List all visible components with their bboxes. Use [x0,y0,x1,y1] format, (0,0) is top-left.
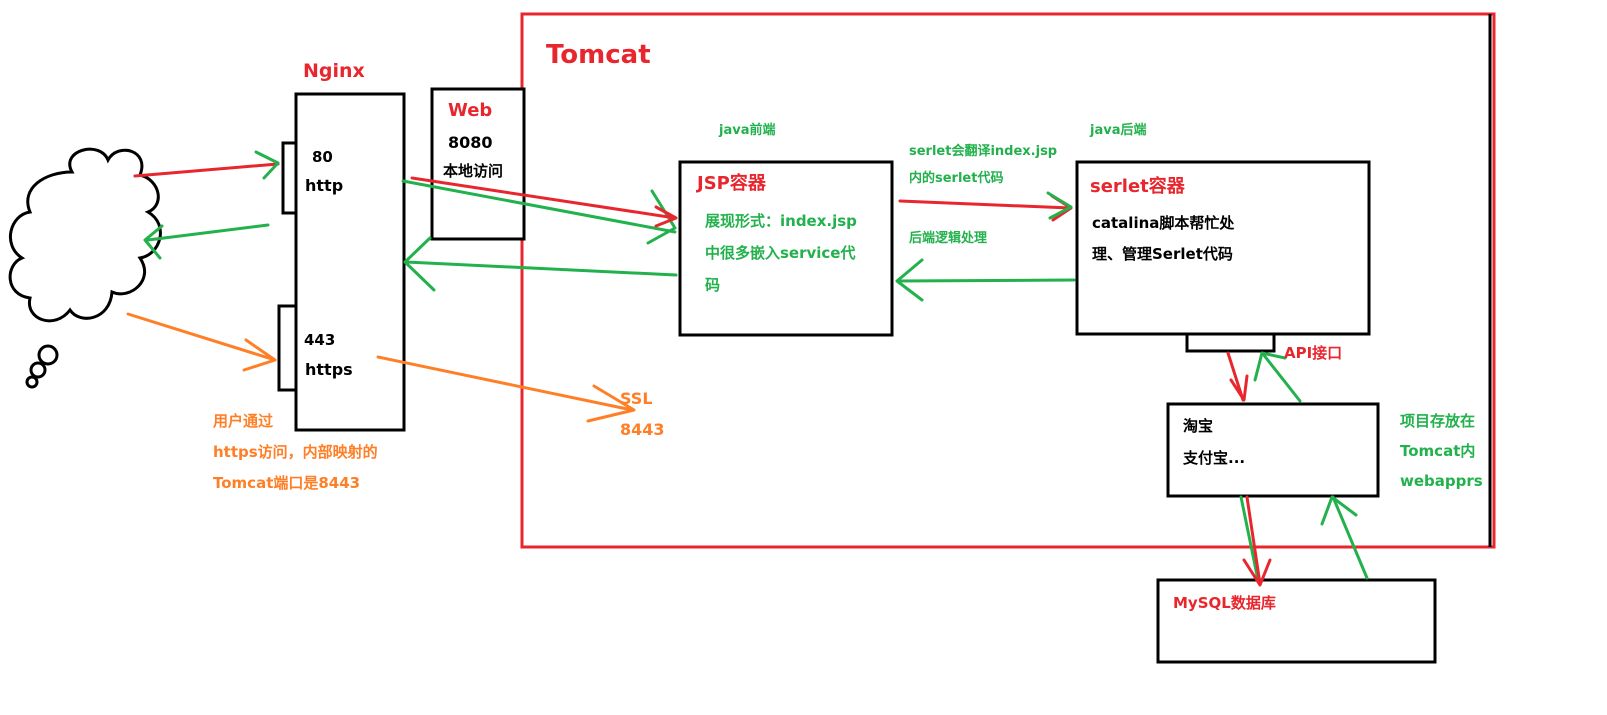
jsp-line-1: 展现形式：index.jsp [705,212,857,230]
apps-note-line-2: Tomcat内 [1400,442,1476,460]
arrow-jsp-to-nginx [403,236,678,292]
arrow-apps-to-mysql-green [1239,495,1260,582]
arrow-jsp-to-serlet [898,194,1073,222]
serlet-title: serlet容器 [1090,176,1185,197]
jsp-container-box [678,160,894,337]
nginx-http-port-tab [281,141,298,215]
mysql-title: MySQL数据库 [1173,594,1276,612]
arrow-http-to-jsp-red [410,176,678,228]
arrow-http-ack [254,150,280,180]
arrow-nginx-to-client [143,223,270,260]
mysql-box [1156,578,1437,664]
web-desc: 本地访问 [443,162,504,180]
nginx-note-line-3: Tomcat端口是8443 [213,474,361,492]
nginx-https-label: https [305,360,353,379]
arrow-http-to-jsp-green [401,179,677,245]
serlet-caption: java后端 [1090,123,1147,138]
apps-note-line-3: webapprs [1400,472,1483,490]
serlet-container-box [1075,160,1371,336]
serlet-line-2: 理、管理Serlet代码 [1092,245,1233,263]
apps-note-line-1: 项目存放在 [1400,412,1476,430]
nginx-box [294,92,406,432]
apps-box [1166,402,1380,498]
tomcat-frame [520,12,1496,549]
translate-line-1: serlet会翻译index.jsp [909,144,1058,159]
translate-line-2: 内的serlet代码 [909,171,1004,186]
arrow-mysql-to-apps [1320,495,1369,580]
web-port: 8080 [448,133,493,152]
cloud-icon [8,147,162,389]
jsp-caption: java前端 [719,123,776,138]
nginx-title: Nginx [303,60,365,82]
jsp-line-2: 中很多嵌入service代 [705,244,856,262]
nginx-note-line-1: 用户通过 [213,412,274,430]
nginx-http-label: http [305,176,344,195]
arrow-client-to-http [133,162,280,178]
backend-logic-label: 后端逻辑处理 [909,231,988,246]
arrow-serlet-to-apps [1226,351,1249,402]
ssl-label: SSL [620,389,653,408]
serlet-line-1: catalina脚本帮忙处 [1092,214,1235,232]
arrow-client-to-https [126,312,277,372]
jsp-line-3: 码 [705,276,721,294]
arrow-serlet-to-jsp [895,258,1076,302]
arrow-jsp-to-serlet-green [1046,191,1073,220]
api-port-tab [1185,332,1276,353]
nginx-http-port: 80 [312,148,333,166]
web-title: Web [448,100,493,121]
apps-line-2: 支付宝... [1183,449,1246,467]
nginx-https-port-tab [277,304,298,392]
jsp-title: JSP容器 [697,173,766,194]
arrow-apps-to-mysql-red [1242,495,1272,587]
apps-line-1: 淘宝 [1183,417,1214,435]
tomcat-title: Tomcat [546,40,651,70]
nginx-https-port: 443 [304,331,336,349]
nginx-note-line-2: https访问，内部映射的 [213,443,378,461]
arrow-apps-to-api [1253,351,1302,403]
api-label: API接口 [1284,344,1343,362]
web-box [430,87,526,241]
arrow-https-to-ssl [376,355,636,423]
ssl-port: 8443 [620,420,665,439]
